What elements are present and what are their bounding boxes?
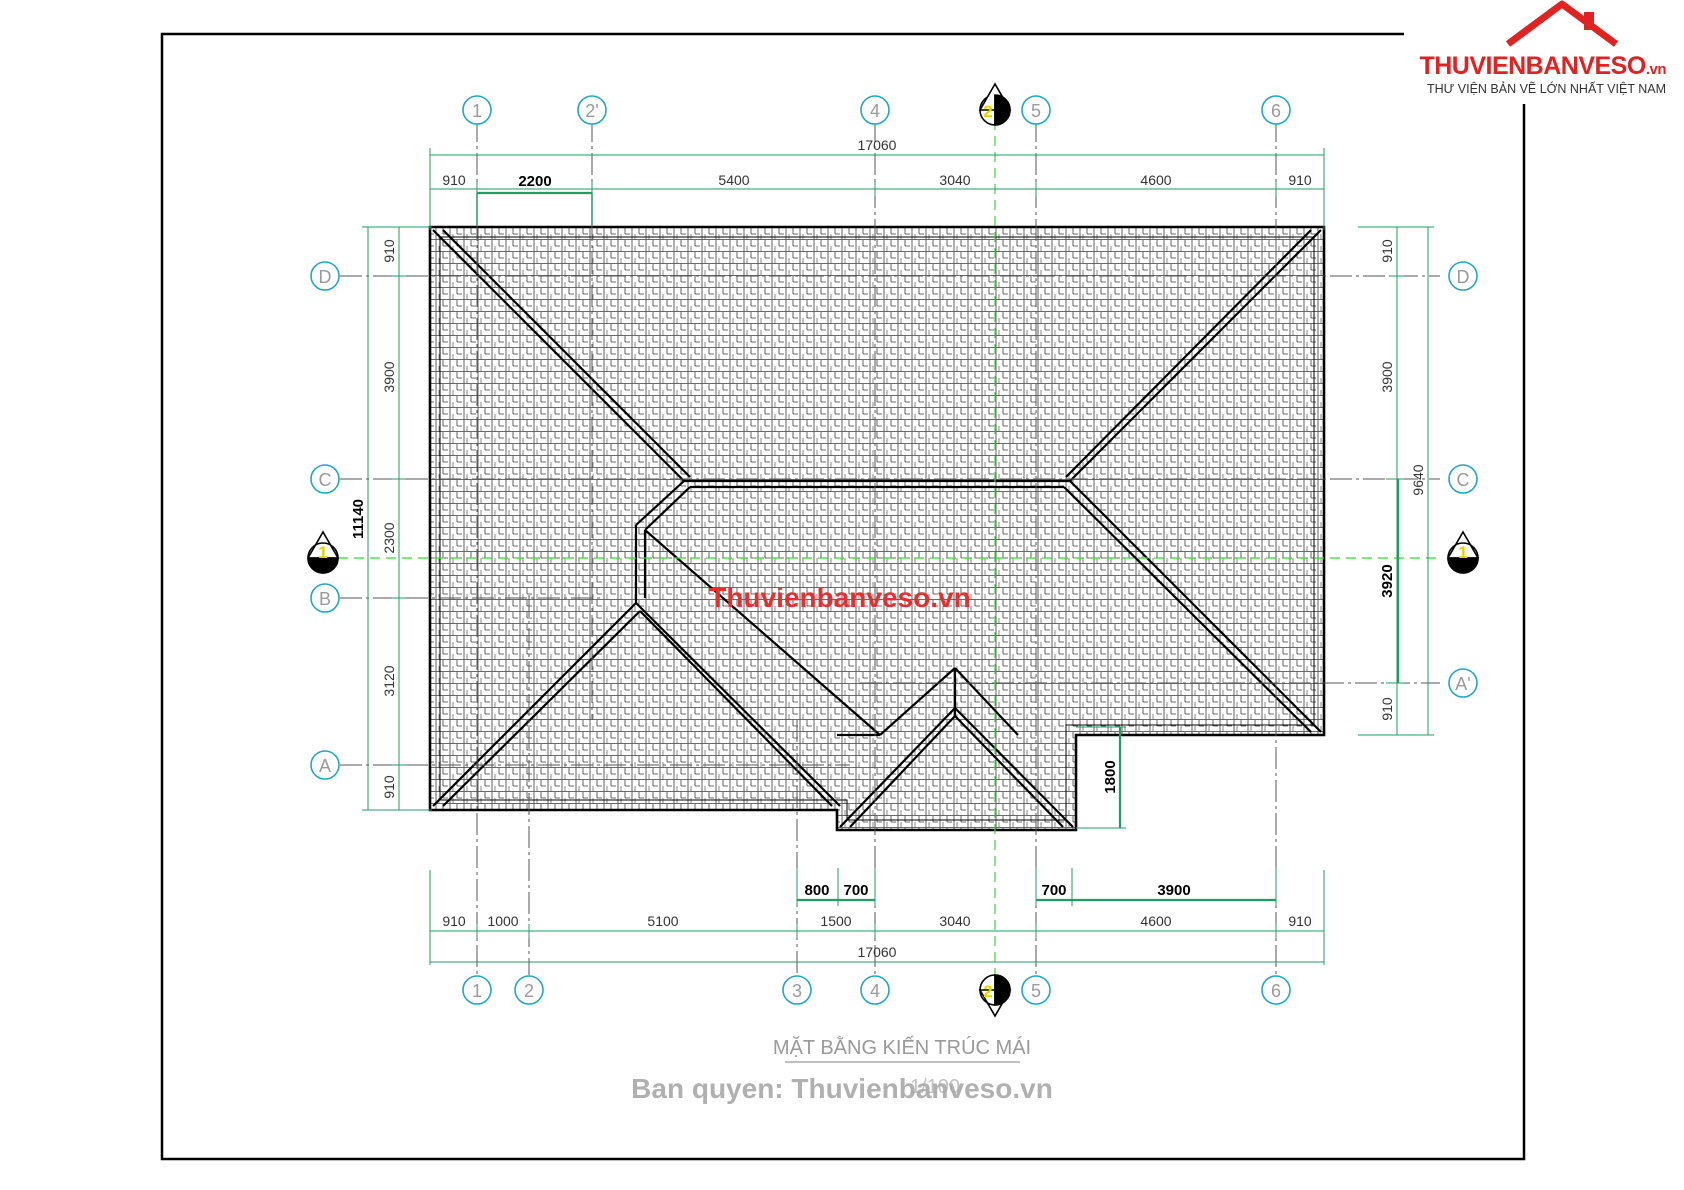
watermark-bottom: Ban quyen: Thuvienbanveso.vn — [631, 1073, 1053, 1104]
roof-tiles — [429, 226, 1325, 831]
section-labels: 2 2 1 1 — [318, 102, 1467, 1001]
section-markers — [307, 82, 1479, 1018]
dim-right-seg-1: 910 — [1379, 239, 1395, 263]
grid-label-left-d: D — [319, 267, 332, 287]
roof-ridges — [428, 225, 1326, 832]
sheet-frame — [160, 32, 1526, 1161]
dim-detail-3900: 3900 — [1157, 882, 1190, 899]
dim-right-detail: 3920 — [1379, 564, 1396, 597]
dim-left-seg-2: 3900 — [381, 361, 397, 392]
grid-label-top-1: 1 — [472, 101, 482, 121]
grid-label-right-c: C — [1457, 470, 1470, 490]
dim-detail-700a: 700 — [843, 882, 868, 899]
section-lines — [338, 120, 1440, 975]
grid-label-left-c: C — [319, 470, 332, 490]
dim-bottom-total: 17060 — [858, 944, 897, 960]
grid-label-left-a: A — [319, 756, 331, 776]
dim-bottom-seg-3: 5100 — [647, 913, 678, 929]
grid-label-bottom-4: 4 — [870, 981, 880, 1001]
grid-label-left-b: B — [319, 589, 331, 609]
grid-label-bottom-1: 1 — [472, 981, 482, 1001]
grid-label-top-2p: 2' — [585, 101, 598, 121]
dim-right-seg-2: 3900 — [1379, 361, 1395, 392]
dim-top-seg-2: 2200 — [518, 173, 551, 190]
grid-label-bottom-2: 2 — [524, 981, 534, 1001]
dim-top-seg-6: 910 — [1288, 172, 1312, 188]
dim-top-total: 17060 — [858, 137, 897, 153]
grid-lines — [340, 120, 1440, 975]
dim-top-seg-5: 4600 — [1140, 172, 1171, 188]
section-label-2-top: 2 — [983, 102, 992, 121]
logo-tld: .vn — [1645, 61, 1667, 78]
dim-left-total: 11140 — [350, 499, 367, 539]
dimension-texts: 17060 910 2200 5400 3040 4600 910 910 10… — [350, 137, 1426, 960]
dim-top-seg-1: 910 — [442, 172, 466, 188]
dim-left-seg-4: 3120 — [381, 665, 397, 696]
grid-bubbles — [310, 95, 1478, 1005]
dim-bottom-seg-1: 910 — [442, 913, 466, 929]
dim-bottom-seg-4: 1500 — [820, 913, 851, 929]
logo-brand: THUVIENBANVESO.vn — [1419, 52, 1666, 81]
dimension-lines — [362, 148, 1434, 965]
drawing-title: MẶT BẰNG KIẾN TRÚC MÁI — [773, 1035, 1031, 1059]
dim-bottom-seg-5: 3040 — [939, 913, 970, 929]
dim-right-seg-3: 910 — [1379, 697, 1395, 721]
logo-brand-text: THUVIENBANVESO — [1419, 52, 1646, 80]
grid-label-right-ap: A' — [1455, 674, 1470, 694]
dim-bottom-seg-7: 910 — [1288, 913, 1312, 929]
grid-label-bottom-6: 6 — [1271, 981, 1281, 1001]
dim-left-seg-1: 910 — [381, 239, 397, 263]
section-label-1-left: 1 — [318, 543, 327, 562]
dim-detail-700b: 700 — [1041, 882, 1066, 899]
dim-top-seg-3: 5400 — [718, 172, 749, 188]
grid-labels: 1 2' 4 5 6 1 2 3 4 5 6 D C B A D C A' — [319, 101, 1471, 1001]
logo-roof-icon — [1505, 0, 1619, 47]
grid-label-bottom-3: 3 — [792, 981, 802, 1001]
dim-porch-detail: 1800 — [1102, 760, 1119, 793]
dim-top-seg-4: 3040 — [939, 172, 970, 188]
section-label-2-bottom: 2 — [983, 982, 992, 1001]
section-label-1-right: 1 — [1458, 543, 1467, 562]
logo-tagline: THƯ VIỆN BẢN VẼ LỚN NHẤT VIỆT NAM — [1426, 82, 1666, 96]
dim-left-seg-3: 2300 — [381, 522, 397, 553]
dim-detail-800: 800 — [804, 882, 829, 899]
dim-left-seg-5: 910 — [381, 775, 397, 799]
grid-label-top-5: 5 — [1031, 101, 1041, 121]
dim-right-total: 9640 — [1410, 464, 1426, 495]
brand-logo: THUVIENBANVESO.vn THƯ VIỆN BẢN VẼ LỚN NH… — [1419, 52, 1666, 96]
scale-fragment: 1/100 — [910, 1076, 960, 1098]
grid-label-right-d: D — [1457, 267, 1470, 287]
grid-label-bottom-5: 5 — [1031, 981, 1041, 1001]
watermark-center: Thuvienbanveso.vn — [709, 582, 970, 613]
grid-label-top-6: 6 — [1271, 101, 1281, 121]
dim-bottom-seg-6: 4600 — [1140, 913, 1171, 929]
grid-label-top-4: 4 — [870, 101, 880, 121]
dim-bottom-seg-2: 1000 — [487, 913, 518, 929]
